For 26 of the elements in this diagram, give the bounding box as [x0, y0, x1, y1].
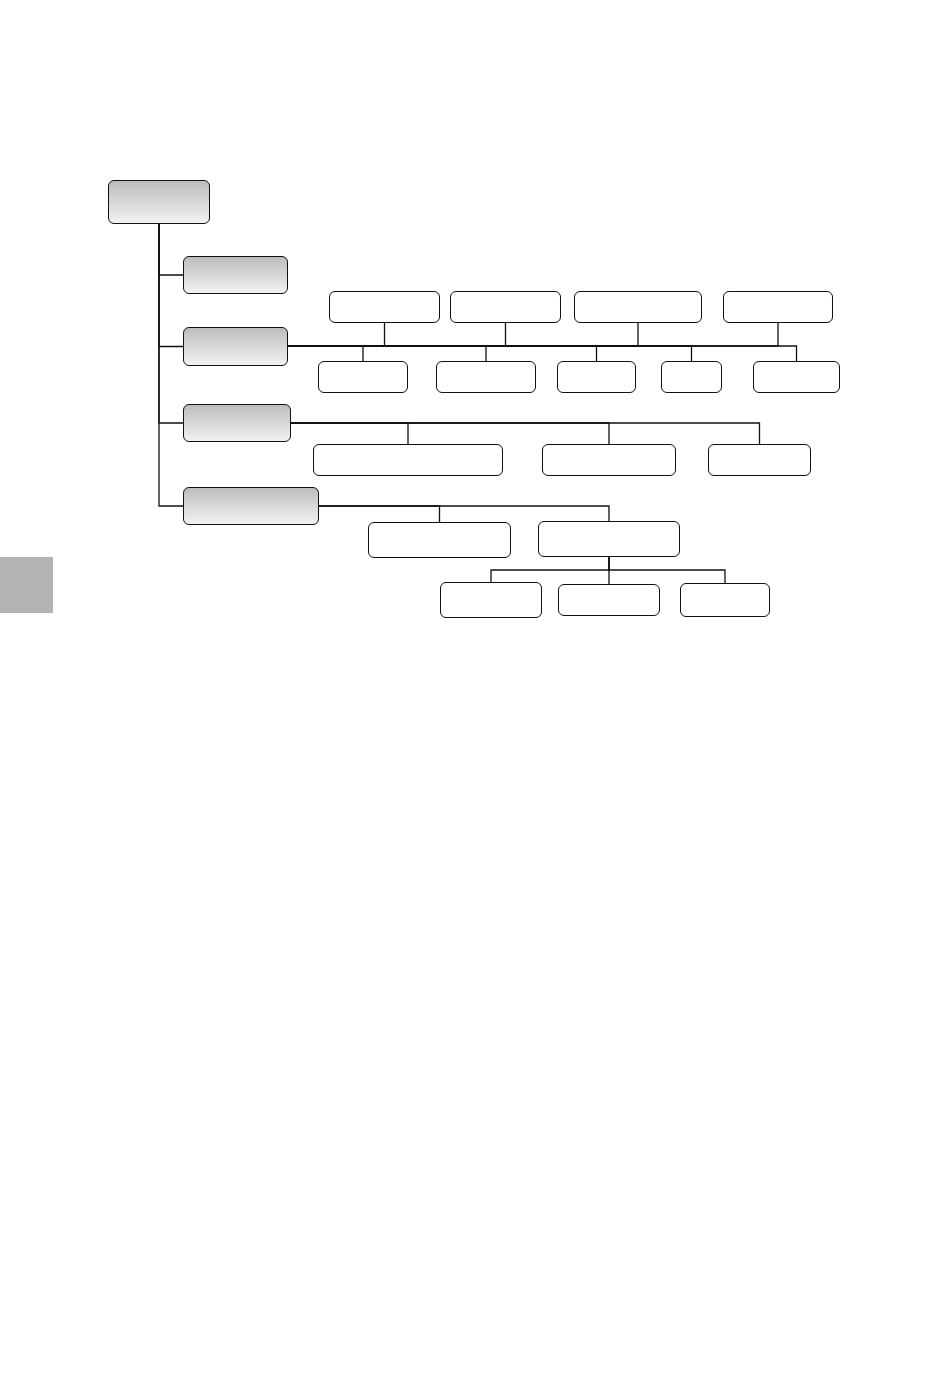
item-box: [542, 444, 676, 476]
category-box: [183, 487, 319, 525]
item-box: [440, 582, 542, 618]
item-box: [723, 291, 833, 323]
item-box: [558, 584, 660, 616]
item-box: [661, 361, 722, 393]
item-box: [557, 361, 636, 393]
connector-line: [158, 223, 184, 507]
item-box: [680, 583, 770, 617]
connector-line: [318, 505, 610, 522]
item-box: [313, 444, 503, 476]
item-box: [753, 361, 840, 393]
category-box: [183, 256, 288, 294]
category-box: [108, 180, 210, 224]
item-box: [436, 361, 536, 393]
item-box: [574, 291, 702, 323]
item-box: [450, 291, 561, 323]
connector-line: [290, 422, 761, 445]
connector-line: [608, 556, 726, 584]
item-box: [329, 291, 440, 323]
item-box: [368, 522, 511, 558]
category-box: [183, 327, 288, 366]
item-box: [318, 361, 408, 393]
item-box: [708, 444, 811, 476]
item-box: [538, 521, 680, 557]
category-box: [183, 404, 291, 442]
